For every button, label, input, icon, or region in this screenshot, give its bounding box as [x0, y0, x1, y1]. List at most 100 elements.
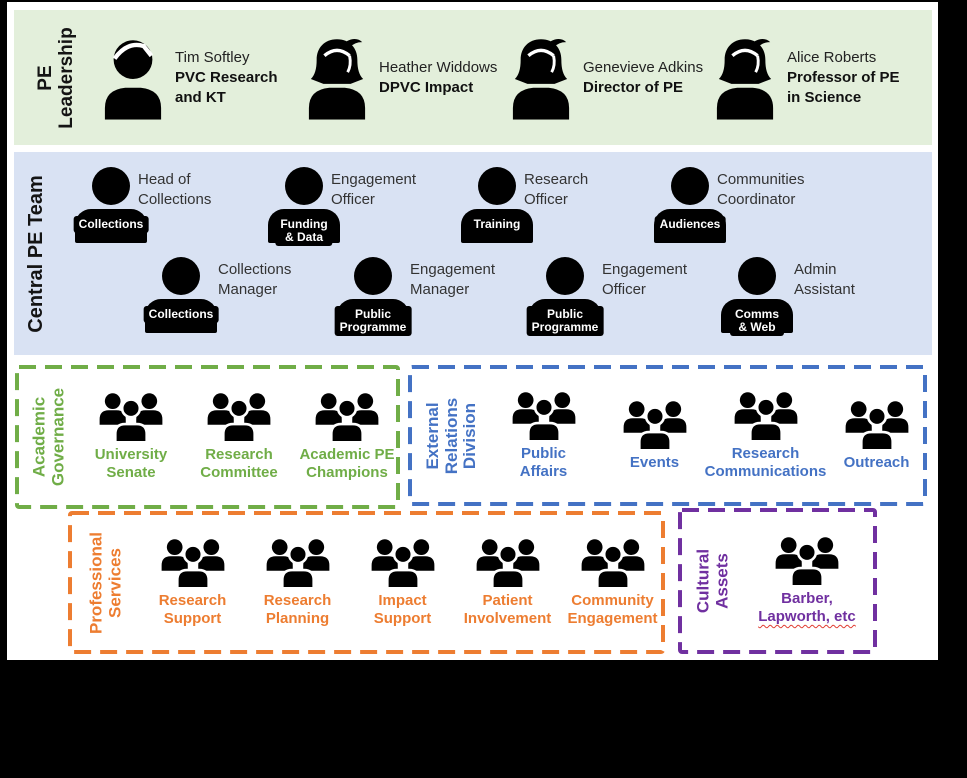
group-item: Impact Support [350, 538, 455, 628]
box-title: Cultural Assets [693, 548, 731, 614]
person-bust-icon [671, 167, 709, 205]
person-bust-icon [162, 257, 200, 295]
group-label: Research Communications [704, 444, 827, 480]
person-bust-icon [92, 167, 130, 205]
team-area-badge: Audiences [654, 216, 726, 233]
leader-card: Tim Softley PVC Research and KT [102, 36, 306, 120]
group-item: Patient Involvement [455, 538, 560, 628]
group-label: Barber, Lapworth, etc [758, 590, 856, 626]
professional-services-label-column: Professional Services [74, 511, 138, 654]
group-label: Public Affairs [519, 444, 568, 480]
person-bust-icon [354, 257, 392, 295]
person-bust-icon [285, 167, 323, 205]
central-team-row-2: Collections Collections Manager Public P… [126, 255, 894, 345]
people-group-icon [475, 538, 541, 589]
group-label-line: Lapworth, etc [758, 608, 856, 625]
person-bust-icon [738, 257, 776, 295]
group-item: Research Planning [245, 538, 350, 628]
member-role: Engagement Manager [410, 261, 496, 298]
female-bust-icon [510, 36, 572, 120]
leadership-people-row: Tim Softley PVC Research and KT Heather … [102, 10, 918, 145]
people-group-icon [206, 392, 272, 443]
leader-title: Professor of PE in Science [787, 68, 900, 106]
pe-leadership-label-column: PE Leadership [14, 10, 100, 145]
group-label-line: Barber, [781, 590, 833, 607]
group-item: Outreach [821, 400, 932, 472]
team-area-badge: Funding & Data [275, 216, 333, 246]
team-member-card: Public Programme Engagement Manager [318, 255, 510, 345]
people-group-icon [844, 400, 910, 451]
leader-title: Director of PE [583, 78, 684, 96]
people-group-icon [733, 391, 799, 442]
dashed-border [678, 508, 877, 654]
team-area-badge: Collections [143, 306, 219, 323]
leader-card: Alice Roberts Professor of PE in Science [714, 36, 918, 120]
person-bust-icon [546, 257, 584, 295]
team-member-card: Training Research Officer [442, 165, 635, 255]
team-member-card: Collections Head of Collections [56, 165, 249, 255]
team-member-card: Comms & Web Admin Assistant [702, 255, 894, 345]
leader-card: Genevieve Adkins Director of PE [510, 36, 714, 120]
group-label: Research Planning [263, 591, 332, 627]
leader-title: PVC Research and KT [175, 68, 278, 106]
box-title: External Relations Division [422, 397, 480, 474]
leader-name: Genevieve Adkins [583, 58, 704, 76]
people-group-icon [580, 538, 646, 589]
team-area-badge: Training [468, 216, 526, 233]
group-label: Community Engagement [567, 591, 658, 627]
leader-text: Tim Softley PVC Research and KT [175, 48, 297, 108]
group-item: Public Affairs [488, 391, 599, 481]
leader-card: Heather Widdows DPVC Impact [306, 36, 510, 120]
box-title: Professional Services [86, 531, 124, 634]
person-bust-icon [478, 167, 516, 205]
team-area-badge: Collections [73, 216, 149, 233]
leader-text: Heather Widdows DPVC Impact [379, 58, 497, 98]
member-role: Admin Assistant [794, 261, 855, 298]
group-label: Academic PE Champions [299, 446, 395, 481]
member-role: Communities Coordinator [717, 171, 805, 208]
member-role: Research Officer [524, 171, 589, 208]
group-item: University Senate [77, 392, 185, 482]
cultural-assets-label-column: Cultural Assets [684, 508, 742, 654]
people-group-icon [265, 538, 331, 589]
central-team-row-1: Collections Head of Collections Funding … [56, 165, 828, 255]
group-label: Outreach [843, 453, 910, 471]
group-label: Research Committee [200, 446, 278, 481]
group-label: University Senate [94, 446, 168, 481]
academic-governance-box: Academic Governance University Senate Re… [15, 365, 400, 509]
team-member-card: Collections Collections Manager [126, 255, 318, 345]
dashed-border [408, 365, 927, 506]
group-label: Research Support [158, 591, 227, 627]
member-role: Engagement Officer [331, 171, 417, 208]
leader-name: Tim Softley [175, 48, 250, 66]
group-item: Research Support [140, 538, 245, 628]
female-bust-icon [714, 36, 776, 120]
section-title: PE Leadership [35, 26, 77, 129]
group-item: Community Engagement [560, 538, 665, 628]
member-role: Head of Collections [138, 171, 212, 208]
leader-name: Alice Roberts [787, 48, 877, 66]
group-item: Research Committee [185, 392, 293, 482]
people-group-icon [622, 400, 688, 451]
box-title: Academic Governance [29, 387, 67, 487]
academic-governance-label-column: Academic Governance [21, 365, 77, 509]
external-relations-label-column: External Relations Division [414, 365, 490, 506]
member-role: Collections Manager [218, 261, 292, 298]
leader-text: Genevieve Adkins Director of PE [583, 58, 703, 98]
leader-text: Alice Roberts Professor of PE in Science [787, 48, 909, 108]
pe-leadership-section: PE Leadership Tim Softley PVC Research a… [14, 10, 932, 145]
group-label: Impact Support [373, 591, 432, 627]
leader-title: DPVC Impact [379, 78, 474, 96]
team-area-badge: Public Programme [526, 306, 604, 336]
external-relations-groups: Public Affairs Events Research Communica… [488, 365, 932, 506]
people-group-icon [160, 538, 226, 589]
people-group-icon [370, 538, 436, 589]
team-member-card: Audiences Communities Coordinator [635, 165, 828, 255]
team-area-badge: Public Programme [334, 306, 412, 336]
people-group-icon [774, 536, 840, 587]
team-member-card: Public Programme Engagement Officer [510, 255, 702, 345]
external-relations-division-box: External Relations Division Public Affai… [408, 365, 927, 506]
central-pe-team-label-column: Central PE Team [14, 152, 58, 355]
people-group-icon [511, 391, 577, 442]
